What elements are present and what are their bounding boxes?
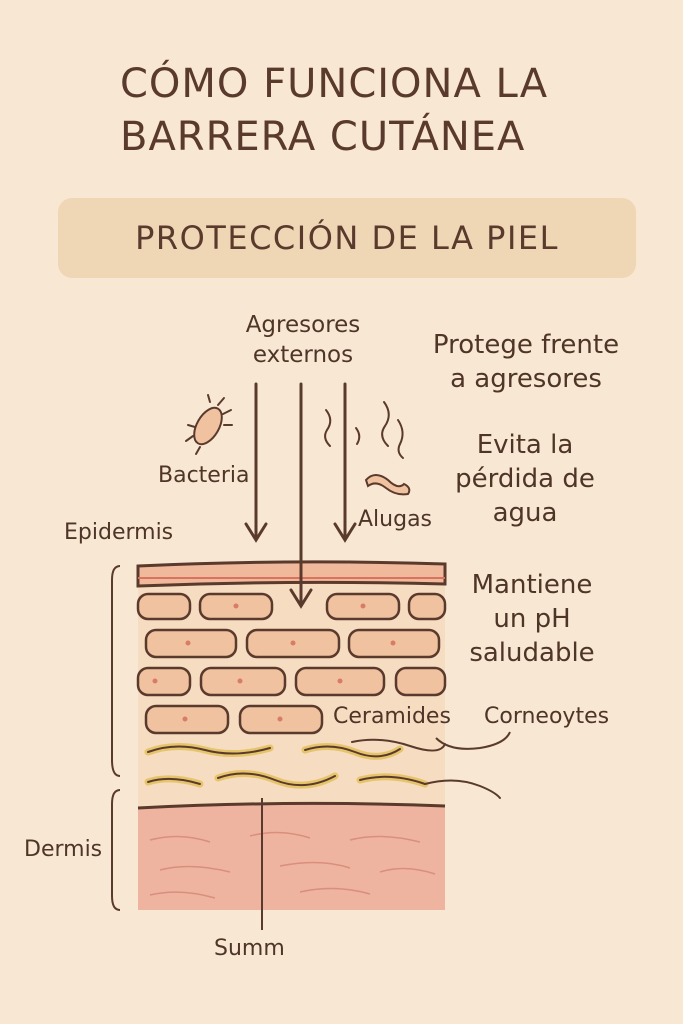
corneocyte-cell — [144, 628, 238, 659]
lipid-layer — [144, 738, 501, 799]
subtitle-banner: PROTECCIÓN DE LA PIEL — [58, 198, 636, 278]
corneocyte-cell — [136, 666, 192, 697]
title-line-2: BARRERA CUTÁNEA — [120, 114, 526, 160]
cell-nucleus — [290, 640, 296, 646]
cell-nucleus — [152, 678, 158, 684]
stratum-corneum-band — [136, 560, 447, 588]
dermis-texture — [149, 831, 436, 899]
dermis-layer — [138, 803, 445, 910]
epidermis-bracket — [111, 565, 121, 777]
bacteria-label: Bacteria — [158, 463, 250, 488]
corneocyte-cell — [136, 592, 192, 621]
cell-nucleus — [237, 678, 243, 684]
ceramides-label: Ceramides — [333, 704, 451, 729]
summ-label: Summ — [214, 936, 285, 961]
benefit-water-line-2: pérdida de — [455, 464, 595, 494]
benefit-ph-line-1: Mantiene — [471, 570, 593, 600]
dermis-bracket — [111, 789, 121, 911]
aggressors-label: Agresores externos — [228, 310, 378, 370]
dermis-border — [137, 801, 446, 810]
dermis-label: Dermis — [24, 837, 103, 862]
cell-nucleus — [233, 603, 239, 609]
bacteria-icon — [185, 394, 233, 455]
banner-text: PROTECCIÓN DE LA PIEL — [135, 219, 559, 257]
benefit-protection-line-2: a agresores — [450, 364, 602, 394]
corneocyte-cell — [394, 666, 447, 697]
benefit-protection: Protege frente a agresores — [410, 328, 642, 396]
cell-nucleus — [277, 716, 283, 722]
cell-nucleus — [337, 678, 343, 684]
epidermis-label: Epidermis — [64, 520, 174, 545]
cell-nucleus — [185, 640, 191, 646]
microbe-icon — [364, 474, 411, 496]
page-title: CÓMO FUNCIONA LA BARRERA CUTÁNEA — [120, 58, 640, 164]
benefit-water-line-3: agua — [492, 498, 558, 528]
corneocyte-cell — [199, 666, 287, 697]
benefit-ph-line-3: saludable — [469, 638, 595, 668]
cell-nucleus — [390, 640, 396, 646]
benefit-ph: Mantiene un pH saludable — [432, 568, 632, 670]
corneoytes-leader-line — [435, 731, 511, 750]
corneocyte-cell — [407, 592, 447, 621]
title-line-1: CÓMO FUNCIONA LA — [120, 61, 549, 107]
algae-label: Alugas — [358, 507, 433, 532]
cell-nucleus — [360, 603, 366, 609]
algae-icon — [324, 401, 404, 459]
corneocyte-bricks — [136, 592, 447, 735]
benefit-protection-line-1: Protege frente — [432, 330, 620, 360]
benefit-water-line-1: Evita la — [476, 430, 574, 460]
cell-nucleus — [182, 716, 188, 722]
corneoytes-label: Corneoytes — [484, 704, 610, 729]
aggressor-arrows — [244, 382, 357, 609]
aggressors-line-2: externos — [252, 342, 354, 368]
aggressors-line-1: Agresores — [245, 312, 361, 338]
benefit-water-loss: Evita la pérdida de agua — [420, 428, 630, 530]
benefit-ph-line-2: un pH — [493, 604, 571, 634]
